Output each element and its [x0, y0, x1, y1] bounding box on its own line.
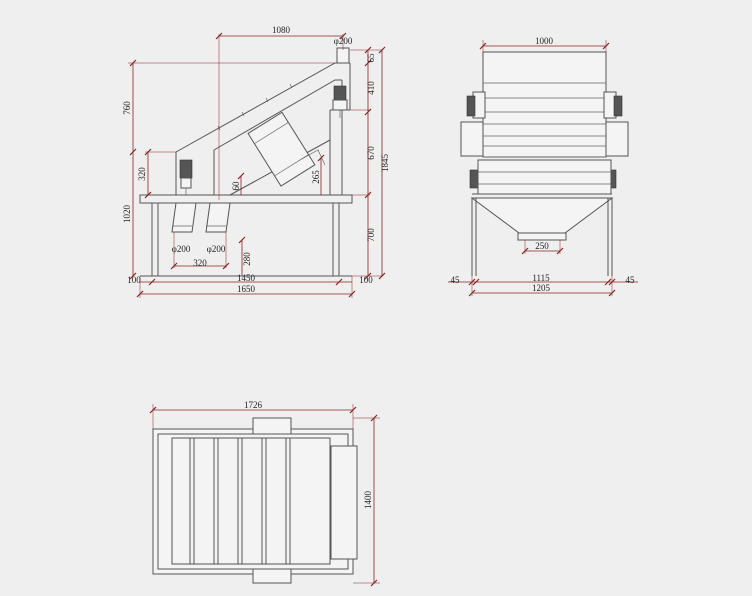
dim-height-1020: 1020	[122, 205, 132, 224]
dim-front-left-margin: 45	[451, 275, 461, 285]
dim-height-320: 320	[137, 167, 147, 181]
dim-height-1845: 1845	[380, 154, 390, 173]
dim-height-410: 410	[366, 81, 376, 95]
dim-frame-width: 1450	[237, 273, 256, 283]
dim-top-width: 1080	[272, 25, 291, 35]
dim-height-670: 670	[366, 146, 376, 160]
dim-height-65: 65	[366, 53, 376, 63]
dim-height-760: 760	[122, 101, 132, 115]
dim-left-margin: 100	[127, 275, 141, 285]
dim-front-inner-width: 1115	[532, 273, 550, 283]
dim-outlet-spacing: 320	[193, 258, 207, 268]
dim-discharge-width: 250	[535, 241, 549, 251]
dim-height-280: 280	[242, 252, 252, 266]
dim-plan-length: 1726	[244, 400, 263, 410]
dim-height-60: 60	[231, 181, 241, 191]
dim-front-top-width: 1000	[535, 36, 554, 46]
dim-overall-width: 1650	[237, 284, 256, 294]
dim-top-outlet-diameter: φ200	[334, 36, 353, 46]
dim-height-700: 700	[366, 228, 376, 242]
side-view: 1080 φ200 760 1020 320 65 410 670 700 18…	[122, 25, 390, 298]
dim-front-right-margin: 45	[626, 275, 636, 285]
dim-plan-width: 1400	[363, 491, 373, 510]
dim-outlet-right-diameter: φ200	[207, 244, 226, 254]
dim-front-overall-width: 1205	[532, 283, 551, 293]
dim-height-265: 265	[311, 170, 321, 184]
dim-outlet-left-diameter: φ200	[172, 244, 191, 254]
front-view: 1000 250 45 45 1115 1205	[448, 36, 638, 297]
dim-right-margin: 100	[359, 275, 373, 285]
plan-view: 1726 1400	[149, 400, 380, 587]
